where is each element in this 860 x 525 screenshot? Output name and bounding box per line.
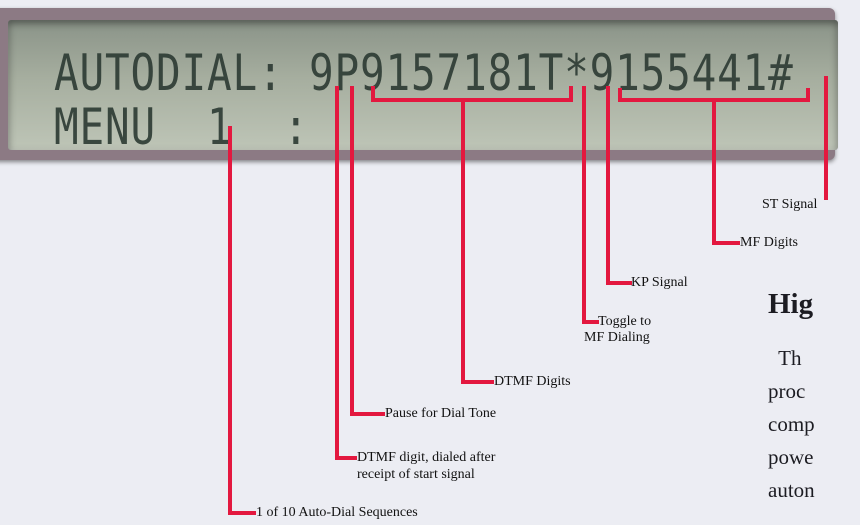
callout-dtmf-digits-bracket: [371, 86, 573, 102]
callout-kp-signal: [606, 86, 632, 285]
label-sequences: 1 of 10 Auto-Dial Sequences: [256, 505, 418, 520]
label-kp-signal: KP Signal: [631, 275, 688, 290]
callout-toggle-mf: [582, 86, 599, 324]
lcd-display-frame: AUTODIAL: 9P9157181T*9155441# MENU 1 :: [0, 8, 838, 160]
callout-mf-digits: [712, 98, 740, 245]
callout-dtmf-digits: [461, 98, 494, 384]
body-text-line: powe: [768, 445, 814, 469]
body-text-line: proc: [768, 379, 806, 403]
lcd-menu-line: MENU 1 :: [54, 98, 310, 156]
label-pause: Pause for Dial Tone: [385, 406, 497, 421]
label-dtmf-digits: DTMF Digits: [494, 374, 571, 389]
callout-pause: [350, 86, 385, 416]
callout-dtmf-digit: [335, 86, 357, 460]
label-dtmf-digit-line1: DTMF digit, dialed after: [357, 450, 496, 465]
body-text-line: auton: [768, 478, 815, 502]
label-mf-digits: MF Digits: [740, 235, 798, 250]
body-text-line: Th: [768, 346, 802, 370]
label-toggle-line1: Toggle to: [598, 314, 652, 329]
lcd-autodial-line: AUTODIAL: 9P9157181T*9155441#: [54, 44, 794, 102]
lcd-display: AUTODIAL: 9P9157181T*9155441# MENU 1 :: [8, 20, 838, 156]
callout-sequences: [228, 126, 256, 515]
label-toggle-line2: MF Dialing: [584, 330, 650, 345]
label-dtmf-digit-line2: receipt of start signal: [357, 467, 475, 482]
section-heading: Hig: [768, 288, 814, 320]
label-st-signal: ST Signal: [762, 197, 818, 212]
body-text-line: comp: [768, 412, 815, 436]
